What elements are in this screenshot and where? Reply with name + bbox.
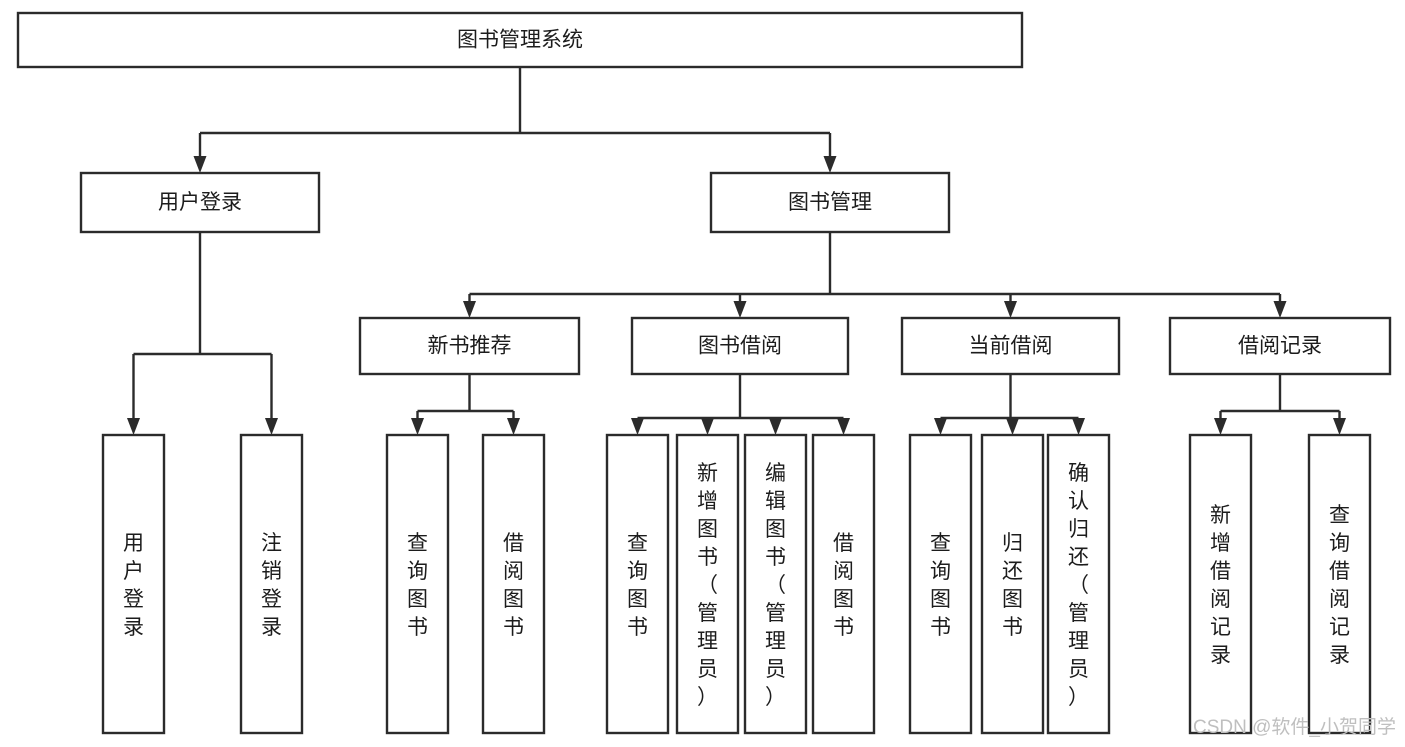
node-label: 查询借阅记录 [1329, 504, 1350, 667]
node-box [481, 433, 546, 735]
arrow-head-icon [934, 418, 947, 435]
node-box [1046, 433, 1111, 735]
node-查询图书-leaf[interactable]: 查询图书 [605, 433, 670, 735]
node-新增借阅记录-leaf[interactable]: 新增借阅记录 [1188, 433, 1253, 735]
node-box [1188, 433, 1253, 735]
node-图书管理系统[interactable]: 图书管理系统 [16, 11, 1024, 69]
arrow-head-icon [769, 418, 782, 435]
arrow-head-icon [411, 418, 424, 435]
node-查询图书-leaf[interactable]: 查询图书 [908, 433, 973, 735]
arrow-head-icon [265, 418, 278, 435]
node-图书管理[interactable]: 图书管理 [709, 171, 951, 234]
node-box [385, 433, 450, 735]
node-box [980, 433, 1045, 735]
node-label: 确认归还（管理员） [1068, 462, 1089, 709]
node-label: 编辑图书（管理员） [765, 462, 786, 709]
arrow-head-icon [1214, 418, 1227, 435]
arrow-head-icon [507, 418, 520, 435]
arrow-head-icon [1004, 301, 1017, 318]
node-box [630, 316, 850, 376]
node-新增图书管理员-leaf[interactable]: 新增图书（管理员） [675, 433, 740, 735]
watermark-text: CSDN @软件_小贺同学 [1193, 716, 1396, 738]
node-label: 借阅图书 [833, 532, 854, 639]
node-label: 用户登录 [158, 191, 242, 214]
node-确认归还管理员-leaf[interactable]: 确认归还（管理员） [1046, 433, 1111, 735]
node-label: 图书管理系统 [457, 29, 583, 52]
arrow-head-icon [733, 301, 747, 318]
node-label: 新增借阅记录 [1210, 504, 1231, 667]
node-label: 借阅记录 [1238, 335, 1322, 358]
node-编辑图书管理员-leaf[interactable]: 编辑图书（管理员） [743, 433, 808, 735]
node-新书推荐[interactable]: 新书推荐 [358, 316, 581, 376]
arrow-head-icon [1072, 418, 1085, 435]
arrow-head-icon [701, 418, 714, 435]
node-当前借阅[interactable]: 当前借阅 [900, 316, 1121, 376]
node-label: 新书推荐 [428, 335, 512, 358]
arrow-head-icon [1006, 418, 1019, 435]
node-用户登录-leaf[interactable]: 用户登录 [101, 433, 166, 735]
arrow-head-icon [837, 418, 850, 435]
node-图书借阅[interactable]: 图书借阅 [630, 316, 850, 376]
node-box [1168, 316, 1392, 376]
node-box [908, 433, 973, 735]
node-box [900, 316, 1121, 376]
node-label: 归还图书 [1002, 532, 1023, 639]
node-box [239, 433, 304, 735]
arrow-head-icon [631, 418, 644, 435]
node-label: 图书管理 [788, 191, 872, 214]
node-box [1307, 433, 1372, 735]
node-label: 注销登录 [261, 532, 282, 639]
node-借阅图书-leaf[interactable]: 借阅图书 [811, 433, 876, 735]
node-label: 当前借阅 [969, 335, 1053, 358]
node-label: 图书借阅 [698, 335, 782, 358]
node-查询借阅记录-leaf[interactable]: 查询借阅记录 [1307, 433, 1372, 735]
node-box [811, 433, 876, 735]
node-用户登录[interactable]: 用户登录 [79, 171, 321, 234]
node-label: 借阅图书 [503, 532, 524, 639]
arrow-head-icon [127, 418, 140, 435]
node-box [743, 433, 808, 735]
node-box [709, 171, 951, 234]
arrow-head-icon [1273, 301, 1287, 318]
node-注销登录-leaf[interactable]: 注销登录 [239, 433, 304, 735]
node-label: 查询图书 [930, 532, 951, 639]
arrow-head-icon [1333, 418, 1346, 435]
connectors-layer [127, 67, 1346, 435]
arrow-head-icon [463, 301, 476, 318]
node-归还图书-leaf[interactable]: 归还图书 [980, 433, 1045, 735]
node-label: 用户登录 [123, 532, 144, 639]
node-box [358, 316, 581, 376]
arrow-head-icon [823, 156, 837, 173]
node-box [605, 433, 670, 735]
node-查询图书-leaf[interactable]: 查询图书 [385, 433, 450, 735]
node-box [101, 433, 166, 735]
arrow-head-icon [193, 156, 207, 173]
node-box [16, 11, 1024, 69]
node-label: 查询图书 [627, 532, 648, 639]
nodes-layer: 图书管理系统用户登录图书管理新书推荐图书借阅当前借阅借阅记录用户登录注销登录查询… [16, 11, 1392, 735]
node-借阅记录[interactable]: 借阅记录 [1168, 316, 1392, 376]
node-box [79, 171, 321, 234]
node-借阅图书-leaf[interactable]: 借阅图书 [481, 433, 546, 735]
node-label: 新增图书（管理员） [697, 462, 718, 709]
node-box [675, 433, 740, 735]
node-label: 查询图书 [407, 532, 428, 639]
